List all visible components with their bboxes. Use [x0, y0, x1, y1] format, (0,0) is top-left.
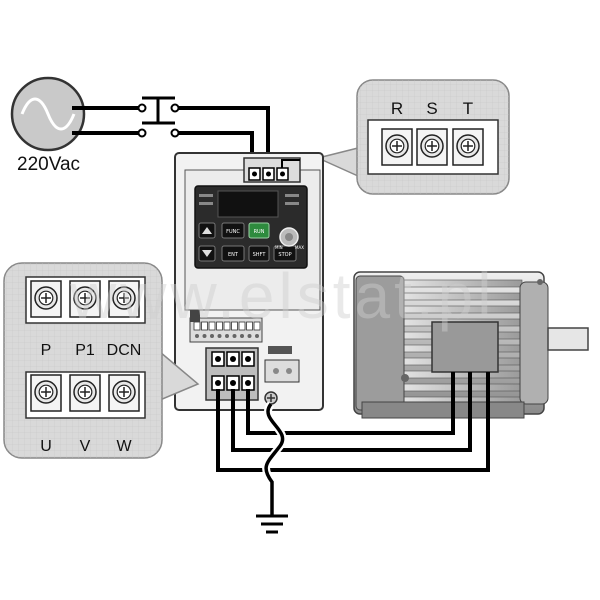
- power-terminal-screw: [211, 351, 225, 391]
- terminal-label-p1: P1: [75, 342, 95, 359]
- keypad-up-button[interactable]: [198, 222, 216, 239]
- terminal-label-u: U: [40, 438, 52, 455]
- shift-button-label: SHFT: [253, 252, 267, 258]
- motor-wire-w: [246, 372, 455, 435]
- stop-button-label: STOP: [278, 252, 291, 258]
- knob-min-label: MIN: [275, 245, 283, 250]
- ac-source: 220Vac: [10, 76, 86, 175]
- dc-terminal-screw: [69, 280, 101, 318]
- dc-terminal-screw: [30, 280, 62, 318]
- input-terminal-screw: [416, 128, 448, 166]
- keypad-down-button[interactable]: [198, 245, 216, 262]
- terminal-label-p: P: [41, 342, 52, 359]
- control-terminal: [216, 321, 223, 338]
- ground-symbol-icon: [256, 514, 288, 534]
- control-terminal: [253, 321, 261, 338]
- knob-max-label: MAX: [295, 245, 304, 250]
- control-terminal: [238, 321, 246, 338]
- main-switch[interactable]: [137, 96, 180, 138]
- arrow-up-icon: [202, 227, 212, 234]
- output-terminal-callout: P P1 DCN U V W: [3, 262, 200, 459]
- output-terminal-screw: [30, 374, 62, 412]
- terminal-label-s: S: [426, 99, 437, 118]
- speed-potentiometer[interactable]: [279, 227, 299, 247]
- keypad-ent-button[interactable]: ENT: [221, 245, 245, 262]
- dc-terminal-screw: [108, 280, 140, 318]
- run-button-label: RUN: [254, 229, 265, 235]
- input-terminal-screw: [381, 128, 413, 166]
- control-terminal: [223, 321, 231, 338]
- motor-cooling-fin: [403, 383, 523, 392]
- keypad-stop-button[interactable]: STOP: [273, 245, 297, 262]
- ground-wiring: [256, 401, 288, 534]
- ground-terminal: [264, 391, 278, 405]
- output-terminal-screw: [69, 374, 101, 412]
- ground-wire: [264, 402, 285, 516]
- motor-wire-v: [231, 372, 472, 452]
- control-terminal: [246, 321, 253, 338]
- motor-shaft: [547, 327, 589, 351]
- keypad-shift-button[interactable]: SHFT: [248, 245, 270, 262]
- power-terminal-screw: [241, 351, 255, 391]
- sine-wave-icon: [20, 97, 76, 131]
- input-terminal-callout: R S T: [315, 79, 510, 195]
- control-terminal: [208, 321, 216, 338]
- terminal-label-t: T: [463, 99, 473, 118]
- motor-wiring: [216, 372, 490, 472]
- output-terminal-screw: [108, 374, 140, 412]
- func-button-label: FUNC: [226, 229, 240, 235]
- keypad-func-button[interactable]: FUNC: [221, 222, 245, 239]
- watermark-text: www.elstat.pl: [69, 260, 495, 332]
- motor-wire-u: [216, 372, 490, 472]
- motor-terminal-box: [431, 321, 499, 373]
- input-terminal-screw: [452, 128, 484, 166]
- three-phase-motor: [353, 271, 589, 419]
- control-terminal: [231, 321, 238, 338]
- power-terminal-screw: [226, 351, 240, 391]
- terminal-label-dcn: DCN: [107, 342, 142, 359]
- supply-wire-1-to-R: [177, 106, 270, 168]
- control-terminal: [201, 321, 208, 338]
- terminal-label-r: R: [391, 99, 403, 118]
- terminal-label-w: W: [116, 438, 132, 455]
- ent-button-label: ENT: [228, 252, 239, 258]
- keypad-run-button[interactable]: RUN: [248, 222, 270, 239]
- source-voltage-label: 220Vac: [17, 154, 80, 175]
- terminal-label-v: V: [80, 438, 91, 455]
- arrow-down-icon: [202, 250, 212, 257]
- led-display: [217, 190, 279, 218]
